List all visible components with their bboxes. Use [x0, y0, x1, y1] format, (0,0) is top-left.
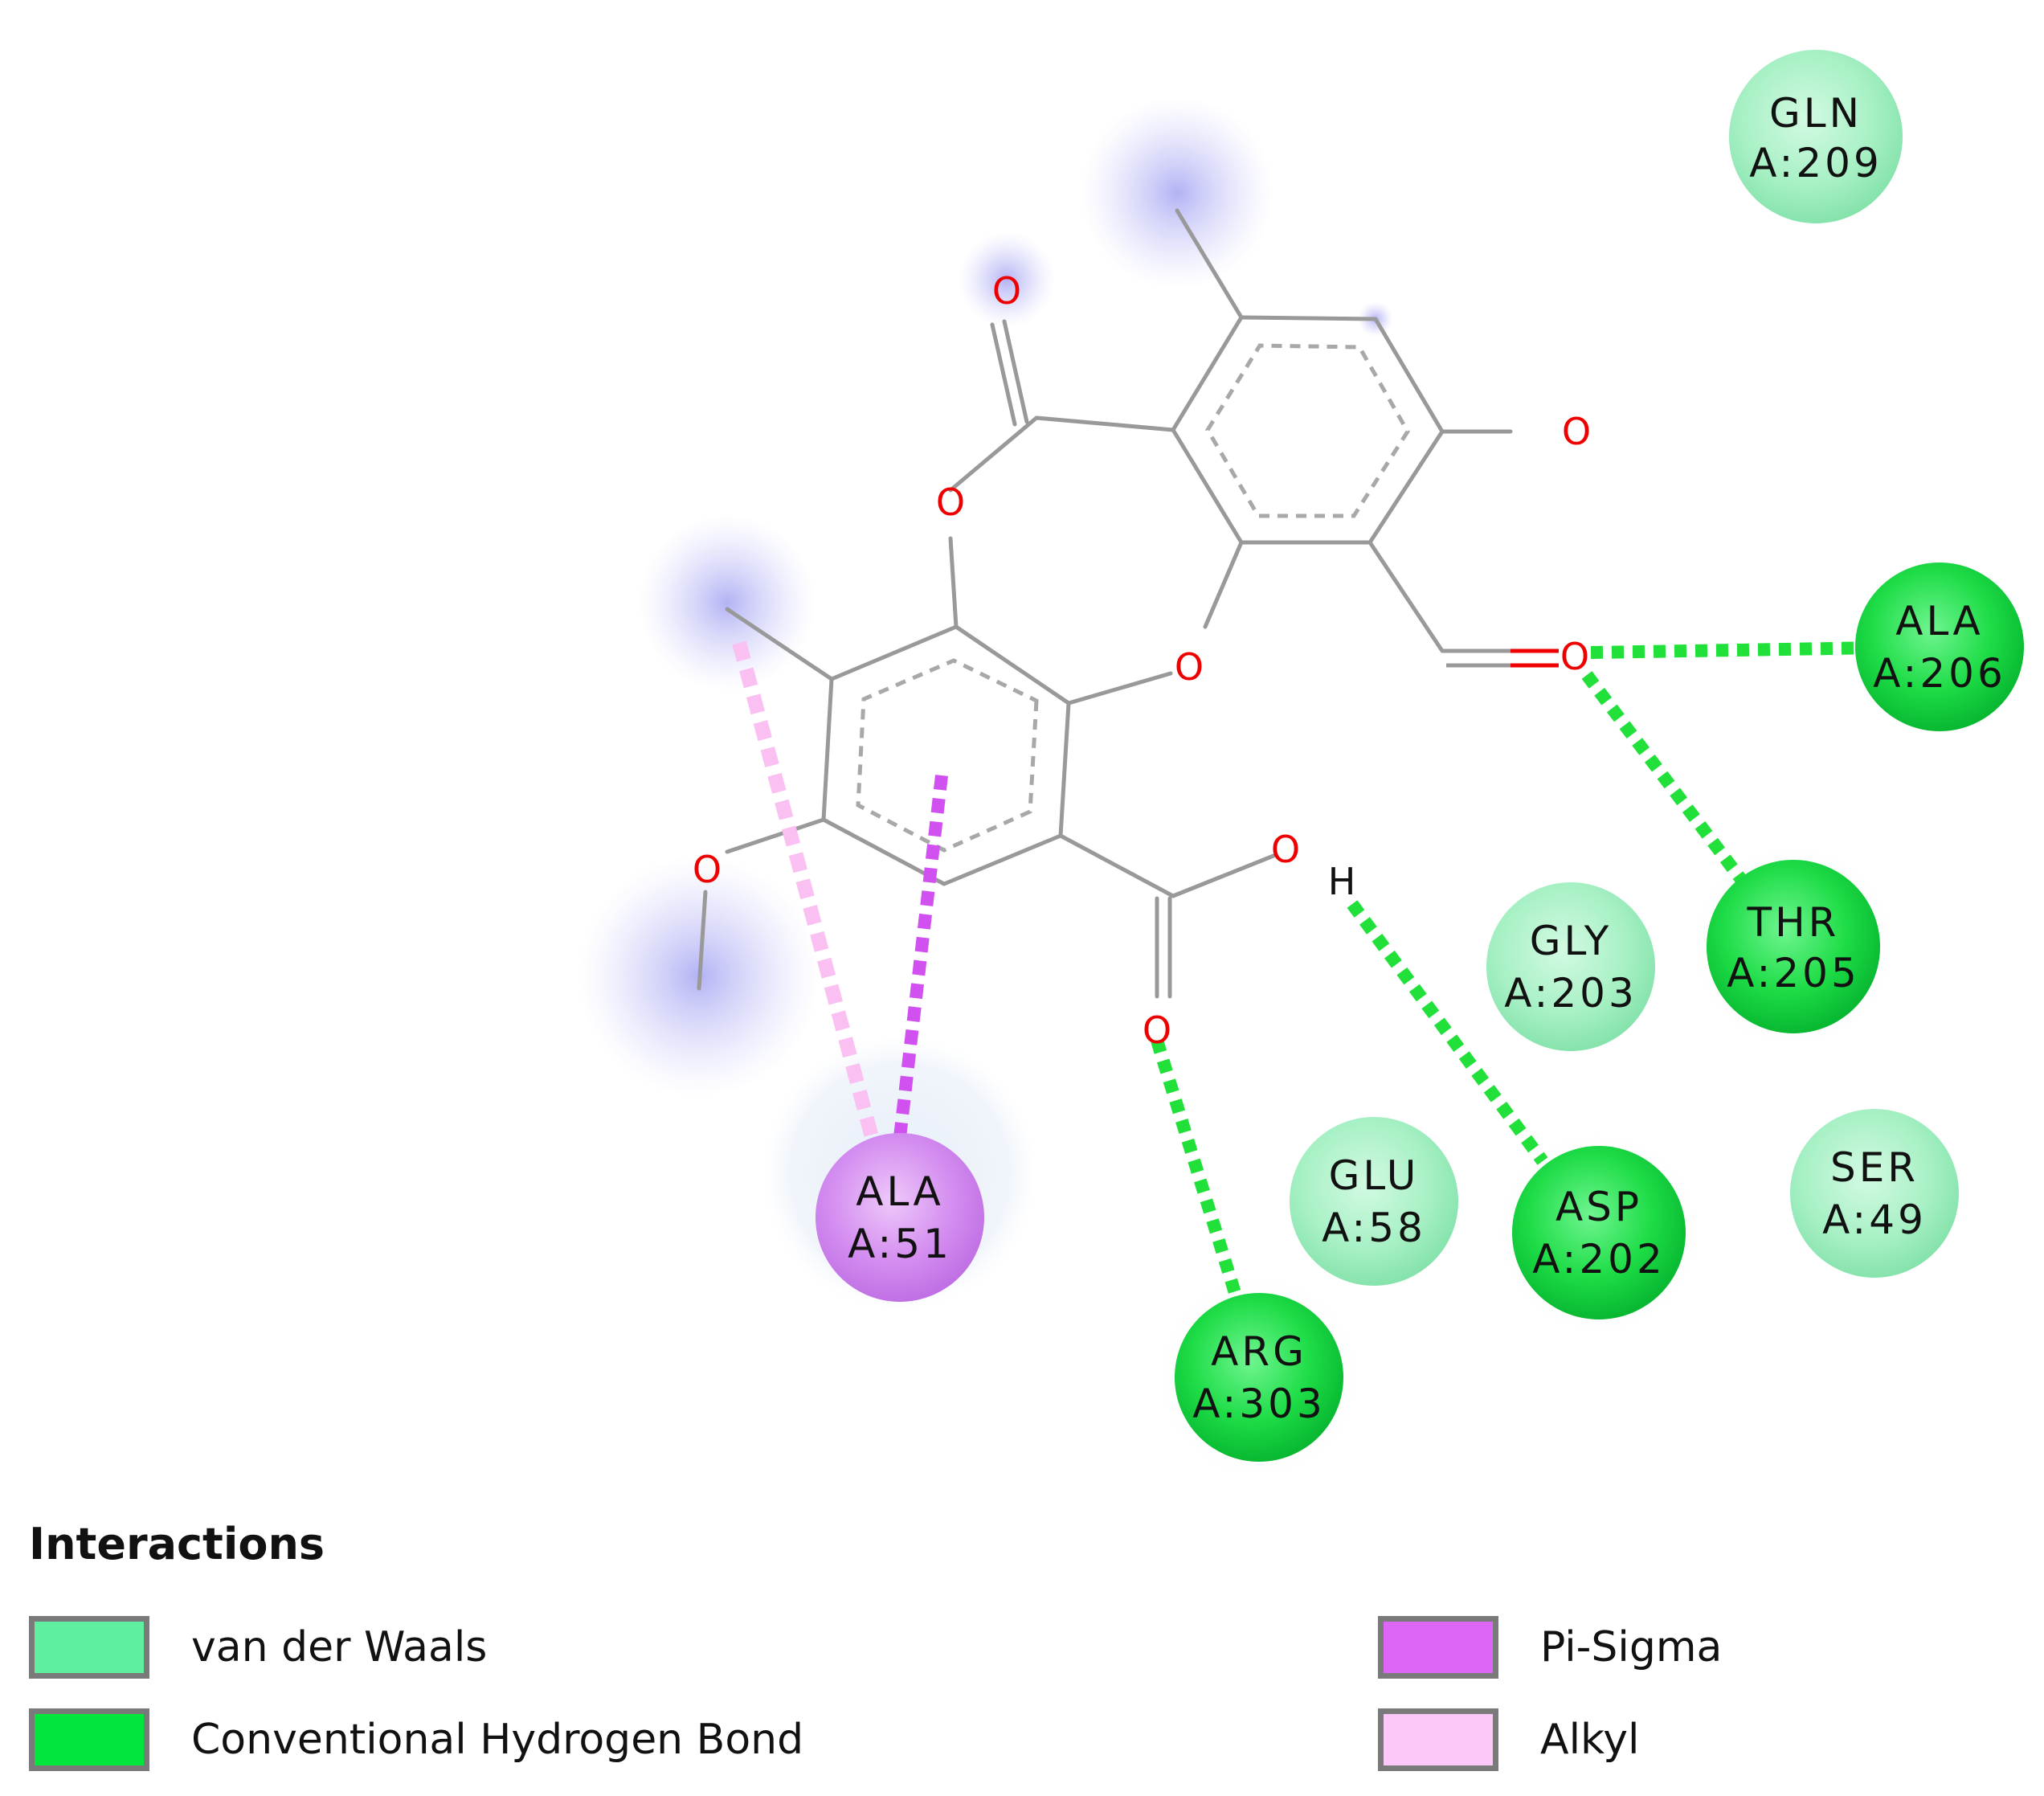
aromatic-ring-top: [1205, 343, 1410, 518]
residue-disc: [1512, 1146, 1686, 1319]
residue-ala206[interactable]: ALA A:206: [1855, 563, 2024, 731]
legend-swatch-hbond: [29, 1708, 149, 1771]
aromatic-ring-bottom: [856, 658, 1039, 853]
hbond-line-asp202: [1347, 900, 1548, 1165]
atom-o-methoxy: O: [693, 848, 722, 891]
residue-position: A:206: [1873, 650, 2006, 697]
residue-ala51[interactable]: ALA A:51: [816, 1133, 984, 1302]
halo-methyl-top: [1081, 96, 1273, 289]
residue-position: A:58: [1322, 1205, 1426, 1251]
atom-labels: O O O O O O O O H: [693, 269, 1591, 1052]
atom-o-hydroxyl: O: [1562, 410, 1591, 453]
legend-title: Interactions: [29, 1519, 325, 1569]
residue-disc: [1729, 50, 1903, 223]
legend-item-pisigma: Pi-Sigma: [1378, 1611, 1722, 1683]
residue-disc: [1855, 563, 2024, 731]
halo-carbonyl-top: [959, 231, 1055, 328]
legend-item-alkyl: Alkyl: [1378, 1704, 1640, 1776]
atom-o-aldehyde: O: [1560, 635, 1589, 678]
legend-label: Alkyl: [1540, 1716, 1640, 1764]
pisigma-line-ala51: [893, 775, 948, 1138]
residue-position: A:209: [1749, 140, 1883, 186]
residue-disc: [1707, 860, 1880, 1033]
residue-name: THR: [1747, 899, 1840, 946]
alkyl-line-ala51: [732, 640, 879, 1139]
atom-o-carbonyl: O: [992, 269, 1021, 313]
residue-gly203[interactable]: GLY A:203: [1486, 882, 1655, 1051]
residue-name: GLY: [1530, 918, 1613, 964]
legend-label: Pi-Sigma: [1540, 1623, 1723, 1671]
residue-name: GLN: [1769, 90, 1862, 137]
halo-methyl-left: [639, 514, 816, 691]
residue-arg303[interactable]: ARG A:303: [1175, 1293, 1343, 1462]
hbond-line-arg303: [1151, 1038, 1245, 1308]
legend-item-vdw: van der Waals: [29, 1611, 487, 1683]
residue-position: A:51: [848, 1221, 952, 1267]
atom-o-acid-oh: O: [1271, 828, 1300, 871]
residue-thr205[interactable]: THR A:205: [1707, 860, 1880, 1033]
residue-position: A:303: [1192, 1381, 1326, 1427]
residue-disc: [1486, 882, 1655, 1051]
residue-name: ARG: [1211, 1328, 1307, 1375]
residue-gln209[interactable]: GLN A:209: [1729, 50, 1903, 223]
residue-position: A:203: [1504, 970, 1637, 1017]
atom-o-acid-co: O: [1143, 1008, 1171, 1052]
interaction-lines: [732, 640, 1929, 1308]
atom-o-ether: O: [1175, 645, 1204, 689]
hbond-line-thr205: [1581, 671, 1753, 892]
residue-disc: [1790, 1109, 1959, 1278]
legend-label: Conventional Hydrogen Bond: [191, 1716, 804, 1764]
residue-disc: [1175, 1293, 1343, 1462]
residue-name: GLU: [1329, 1152, 1420, 1199]
molecule-bonds: [697, 208, 1513, 999]
legend-swatch-alkyl: [1378, 1708, 1498, 1771]
residue-position: A:205: [1727, 950, 1860, 996]
legend-label: van der Waals: [191, 1623, 488, 1671]
aromatic-circles: [856, 343, 1410, 853]
residue-glu58[interactable]: GLU A:58: [1290, 1117, 1458, 1286]
legend-swatch-pisigma: [1378, 1616, 1498, 1679]
residue-position: A:49: [1822, 1197, 1927, 1243]
residue-name: ALA: [856, 1168, 943, 1215]
residues: GLN A:209 ALA A:206 THR A:205 GLY A:203 …: [816, 50, 2024, 1462]
residue-ser49[interactable]: SER A:49: [1790, 1109, 1959, 1278]
atom-o-ester: O: [936, 481, 965, 524]
residue-disc: [816, 1133, 984, 1302]
residue-name: ALA: [1895, 598, 1983, 644]
residue-name: ASP: [1555, 1184, 1642, 1230]
aldehyde-bond: [1442, 648, 1559, 668]
residue-disc: [1290, 1117, 1458, 1286]
atom-h-acid: H: [1328, 860, 1356, 903]
residue-asp202[interactable]: ASP A:202: [1512, 1146, 1686, 1319]
residue-name: SER: [1830, 1144, 1919, 1191]
legend-item-hbond: Conventional Hydrogen Bond: [29, 1704, 803, 1776]
residue-position: A:202: [1532, 1236, 1666, 1283]
legend-swatch-vdw: [29, 1616, 149, 1679]
